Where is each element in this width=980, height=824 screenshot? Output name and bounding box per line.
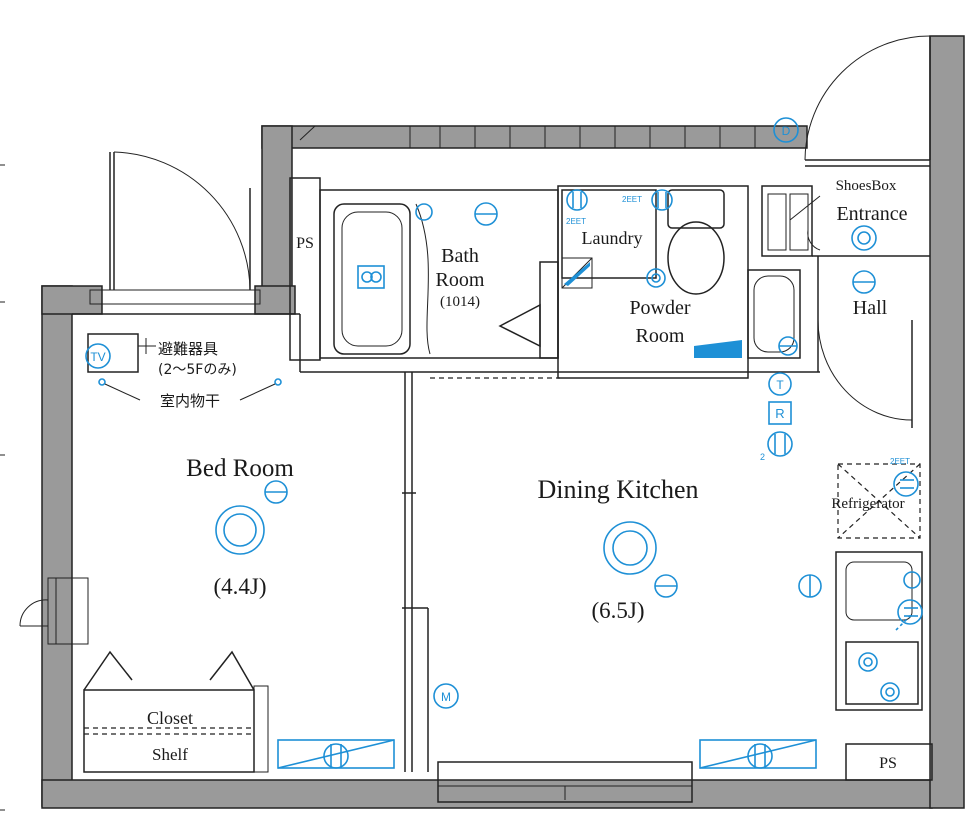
bed-room-name: Bed Room: [186, 455, 294, 482]
refrigerator-name: Refrigerator: [831, 496, 904, 512]
closet: [83, 650, 269, 773]
entrance-area: [761, 35, 931, 428]
tv-icon-label: TV: [90, 350, 105, 364]
powder-room-name-line1: Powder: [629, 297, 690, 319]
bedroom-walls: [72, 313, 429, 772]
ps-top-label: PS: [296, 235, 314, 252]
kitchen-area: [835, 463, 933, 781]
shelf-name: Shelf: [152, 745, 188, 764]
entrance-name: Entrance: [836, 203, 907, 225]
remote-label: R: [775, 406, 784, 421]
shoes-box-name: ShoesBox: [836, 178, 897, 194]
bottom-windows: [437, 761, 693, 803]
multimedia-label: M: [441, 690, 451, 704]
corridor-ticks: [299, 125, 756, 148]
door-phone-icon: D: [773, 117, 799, 143]
bath-room-size: (1014): [440, 294, 480, 310]
bath-room-name-line1: Bath: [441, 245, 479, 267]
dining-kitchen-size: (6.5J): [591, 598, 644, 623]
bath-block: [289, 177, 820, 379]
bath-room-name-line2: Room: [436, 269, 485, 291]
dining-kitchen-name: Dining Kitchen: [537, 475, 698, 504]
escape-floors-note: (2～5Fのみ): [158, 362, 237, 378]
balcony-door: [89, 151, 261, 305]
outlet-count-label: 2: [760, 452, 765, 462]
escape-device-note: 避難器具: [158, 340, 218, 358]
indoor-drying-note: 室内物干: [160, 392, 220, 410]
ps-bottom-label: PS: [879, 755, 897, 772]
laundry-name: Laundry: [582, 228, 643, 248]
multimedia-icon: M: [433, 683, 459, 709]
margin-ticks: [0, 164, 5, 811]
tv-icon: TV: [85, 343, 111, 369]
powder-room-name-line2: Room: [636, 325, 685, 347]
outlet-2eet-laundry: 2EET: [566, 217, 586, 226]
door-phone-label: D: [782, 124, 791, 138]
bed-room-size: (4.4J): [213, 574, 266, 599]
outlet-2eet-fridge: 2EET: [890, 457, 910, 466]
thermostat-label: T: [776, 378, 784, 392]
remote-icon: R: [768, 401, 792, 425]
outlet-2eet-toilet: 2EET: [622, 195, 642, 204]
closet-name: Closet: [147, 708, 193, 728]
hall-name: Hall: [853, 297, 888, 319]
fixtures: [87, 189, 923, 769]
thermostat-icon: T: [768, 372, 792, 396]
side-window: [19, 577, 89, 645]
outer-walls: [41, 35, 965, 809]
